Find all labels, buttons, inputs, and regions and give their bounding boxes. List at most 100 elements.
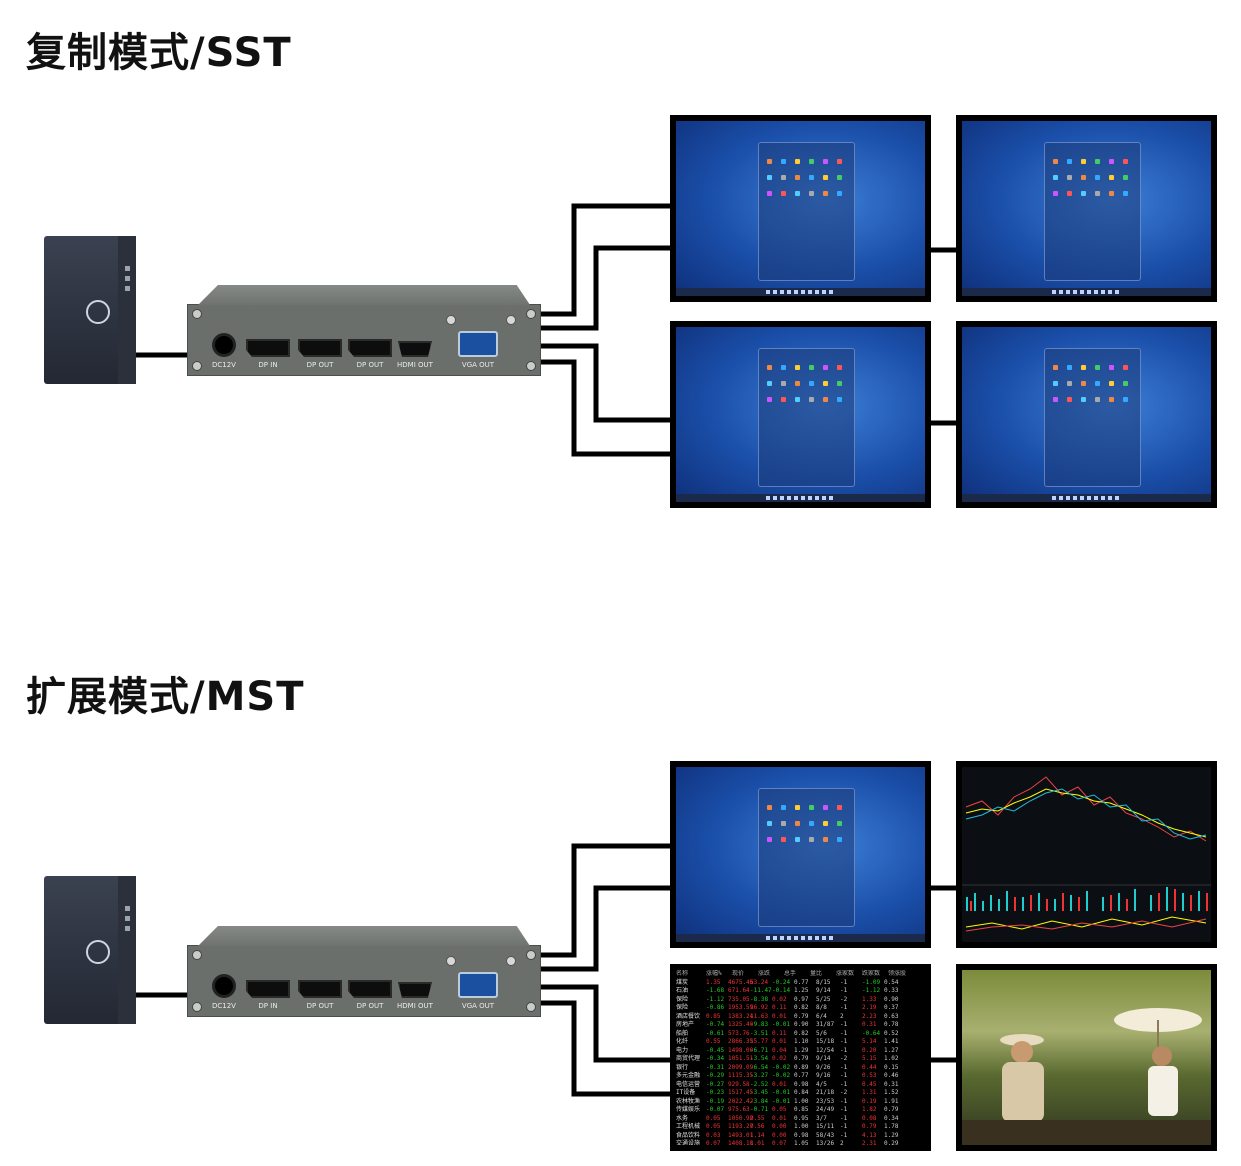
hdmi-out-port: [397, 982, 432, 998]
app-icon: [809, 805, 815, 810]
dp-in-port: [246, 339, 290, 357]
taskbar-icon: [1080, 496, 1084, 500]
taskbar-icon: [1080, 290, 1084, 294]
app-icon: [823, 397, 829, 402]
app-icon: [1067, 381, 1073, 386]
stock-table-cell: 0.01: [772, 1114, 787, 1122]
app-icon: [823, 159, 829, 164]
app-icon: [1067, 175, 1073, 180]
stock-table-cell: -9.83: [750, 1021, 769, 1028]
stock-table-cell: 0.11: [772, 1004, 787, 1011]
stock-table-cell: 0.44: [862, 1063, 877, 1071]
taskbar-icon: [773, 290, 777, 294]
stock-table-cell: -2: [840, 1089, 848, 1096]
app-icon: [1095, 381, 1101, 386]
stock-table-cell: 15.77: [750, 1038, 769, 1045]
app-icon: [837, 837, 843, 842]
stock-table-cell: 房地产: [676, 1021, 695, 1028]
stock-table-cell: -0.34: [706, 1055, 725, 1062]
stock-table-cell: -1: [840, 1021, 848, 1028]
app-icon: [837, 365, 843, 370]
app-icon: [823, 821, 829, 826]
stock-table-cell: 0.90: [884, 995, 899, 1003]
stock-table-cell: -0.64: [862, 1029, 881, 1037]
stock-table-cell: 0.53: [862, 1072, 877, 1079]
stock-table-cell: 58/43: [816, 1131, 835, 1139]
app-icon: [1081, 381, 1087, 386]
stock-table-cell: -0.02: [772, 1063, 791, 1071]
app-icon: [837, 191, 843, 196]
cable-mst-1: [537, 843, 672, 958]
monitor-mst-stock-chart: [956, 761, 1217, 948]
stock-table-cell: -1: [840, 1029, 848, 1037]
stock-table-cell: -2: [840, 995, 848, 1003]
taskbar-icon: [829, 936, 833, 940]
app-icon: [1095, 175, 1101, 180]
stock-table-cell: 4675.45: [728, 978, 754, 986]
stock-table-cell: 0.01: [772, 1038, 787, 1045]
movie-scene-image: [962, 1008, 1211, 1145]
cable-sst-1: [537, 203, 672, 317]
stock-chart-graphic: [962, 776, 1211, 932]
stock-table-cell: 酒店餐饮: [676, 1012, 701, 1020]
taskbar-icon: [1087, 290, 1091, 294]
taskbar-icon: [766, 496, 770, 500]
stock-table-cell: 0.54: [884, 978, 899, 986]
stock-table-cell: 0.52: [884, 1029, 899, 1037]
stock-table-cell: -0.74: [706, 1021, 725, 1028]
stock-table-cell: -0.86: [706, 1004, 725, 1011]
stock-table-header-cell: 现价: [732, 970, 745, 977]
taskbar-icon: [829, 290, 833, 294]
taskbar-icon: [1059, 496, 1063, 500]
app-icon: [1109, 381, 1115, 386]
app-icon: [781, 191, 787, 196]
app-icon: [1053, 365, 1059, 370]
app-icon: [1095, 159, 1101, 164]
stock-table-cell: 1.31: [862, 1089, 877, 1096]
stock-table-cell: 31/87: [816, 1021, 835, 1028]
stock-table-cell: 0.55: [706, 1038, 721, 1045]
stock-table-cell: 1517.45: [728, 1089, 754, 1096]
stock-table-cell: 船舶: [676, 1029, 689, 1037]
app-icon: [781, 821, 787, 826]
taskbar-icon: [815, 290, 819, 294]
stock-table-cell: 0.79: [884, 1106, 899, 1113]
stock-table-cell: -1: [840, 1123, 848, 1130]
stock-table-cell: 食品饮料: [676, 1131, 701, 1139]
taskbar: [676, 934, 925, 942]
taskbar-icon: [801, 936, 805, 940]
stock-table-header-cell: 跌家数: [862, 970, 881, 977]
stock-table-cell: -3.84: [750, 1097, 769, 1105]
stock-table-cell: -0.07: [706, 1106, 725, 1113]
stock-table-header-cell: 名称: [676, 970, 689, 977]
section-title-mst: 扩展模式/MST: [26, 674, 305, 720]
stock-table-cell: 1408.18: [728, 1140, 754, 1145]
stock-table-cell: 0.02: [772, 1055, 787, 1062]
stock-table-cell: 573.76: [728, 1029, 750, 1037]
app-icon: [1095, 191, 1101, 196]
stock-table-cell: 农林牧渔: [676, 1097, 701, 1105]
app-icon: [1109, 191, 1115, 196]
app-icon: [781, 159, 787, 164]
app-icon: [1123, 175, 1129, 180]
app-icon: [781, 837, 787, 842]
stock-table-cell: 15/18: [816, 1038, 835, 1045]
stock-table-cell: -1: [840, 978, 848, 986]
taskbar: [962, 288, 1211, 296]
stock-table-cell: -0.29: [706, 1072, 725, 1079]
stock-table-cell: 1383.24: [728, 1012, 754, 1020]
stock-table-cell: 0.79: [794, 1055, 809, 1062]
stock-table-cell: 0.90: [794, 1021, 809, 1028]
cable-sst-2: [537, 245, 672, 331]
dp-out-port-1: [298, 980, 342, 998]
stock-table-cell: -0.19: [706, 1097, 725, 1105]
stock-table-cell: 1.33: [862, 995, 877, 1003]
app-icon: [767, 837, 773, 842]
